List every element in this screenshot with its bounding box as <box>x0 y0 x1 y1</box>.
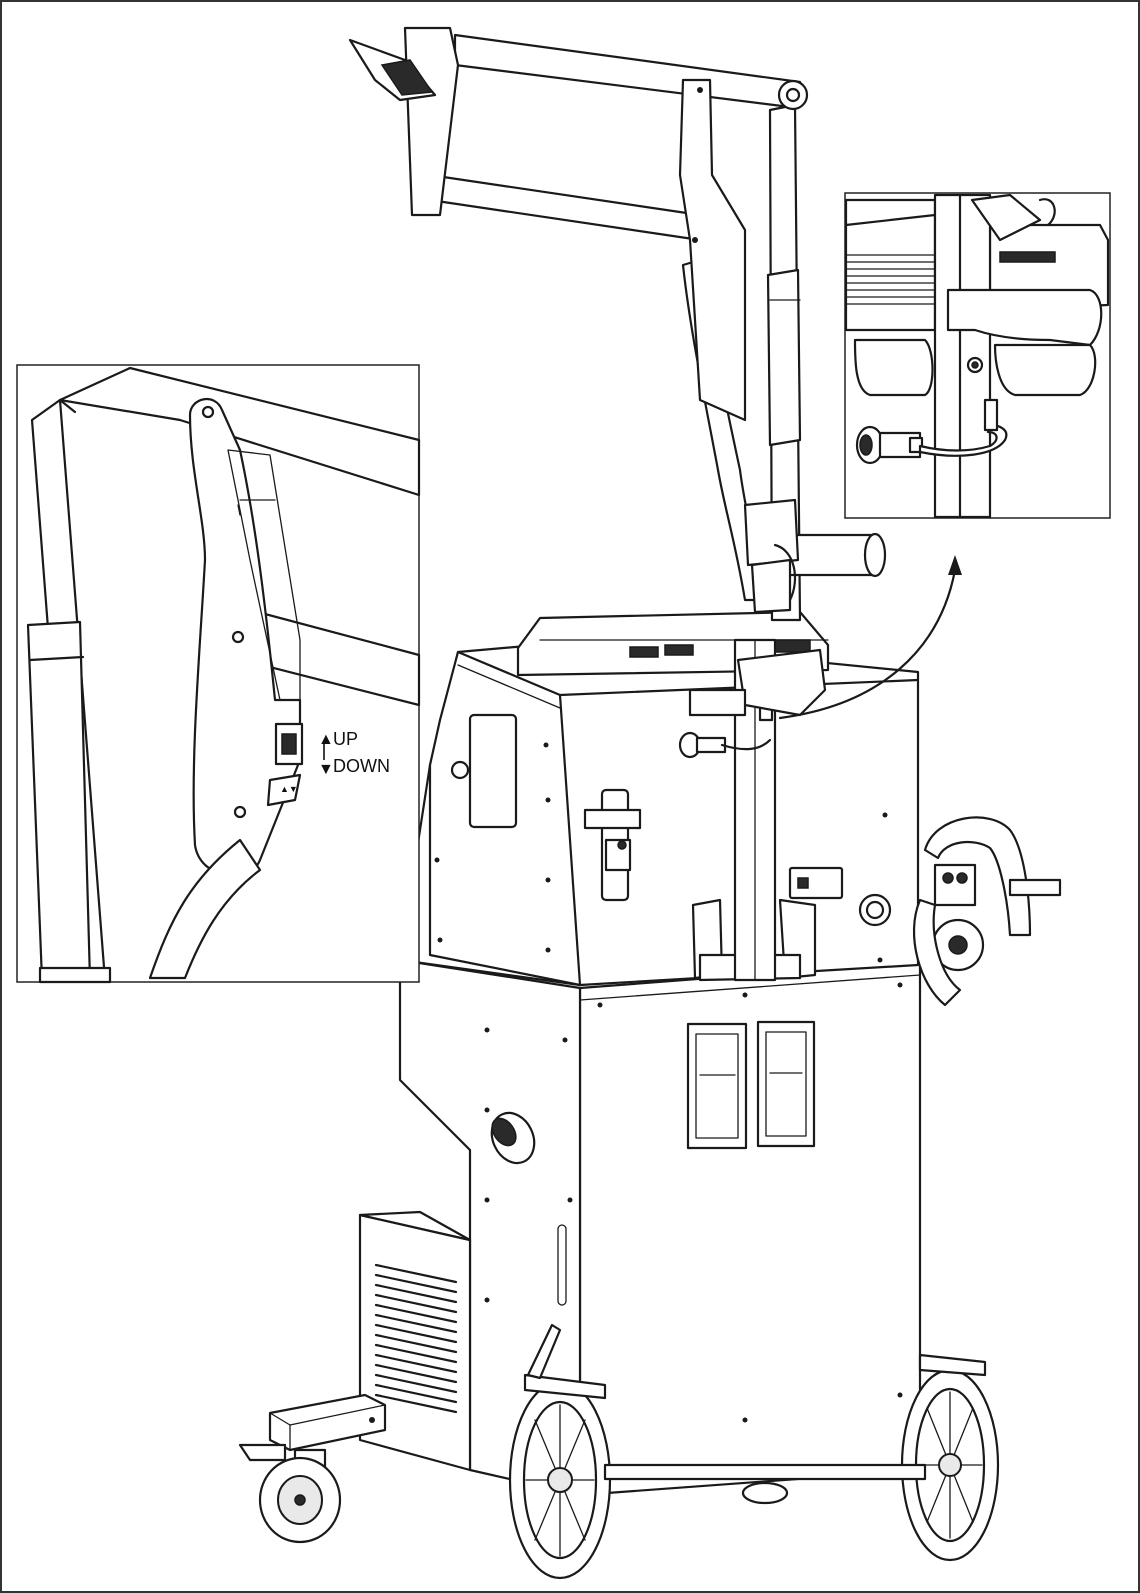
upper-housing <box>381 638 920 987</box>
axle <box>603 1463 927 1481</box>
svg-text:▲▼: ▲▼ <box>280 784 298 794</box>
inset-left: ▲▼ ▲ ▼ UP DOWN <box>16 364 421 984</box>
lower-cabinet <box>398 958 922 1497</box>
callout-arrow <box>778 568 957 720</box>
switch-box <box>788 866 844 900</box>
cooling-vents <box>374 1263 458 1414</box>
fender-left <box>523 1373 607 1400</box>
mast <box>678 638 827 982</box>
down-arrow-icon: ▼ <box>318 761 334 778</box>
callout-arrowhead <box>948 555 962 575</box>
front-caster <box>238 1393 387 1544</box>
inset-left-drawing: ▲▼ <box>26 366 421 984</box>
up-label: UP <box>333 729 358 749</box>
top-beam-upper <box>453 33 802 110</box>
wheel-right <box>900 1368 1000 1562</box>
inset-right-drawing <box>844 193 1110 519</box>
welding-cart <box>238 26 1062 1580</box>
fender-right <box>918 1353 987 1377</box>
cable-hook <box>526 1323 562 1380</box>
welding-gun <box>912 816 1062 1007</box>
top-beam-lower <box>428 173 702 242</box>
air-regulator <box>583 788 642 902</box>
side-window <box>468 713 518 829</box>
cabinet-rivets <box>484 982 903 1473</box>
up-arrow-icon: ▲ <box>318 731 334 748</box>
holster-right <box>756 1020 816 1148</box>
balancer-arm <box>348 26 887 622</box>
holster-left <box>686 1022 748 1150</box>
inset-right <box>844 192 1111 519</box>
wheel-left <box>508 1380 612 1580</box>
down-label: DOWN <box>333 756 390 776</box>
cooling-unit <box>358 1210 472 1472</box>
